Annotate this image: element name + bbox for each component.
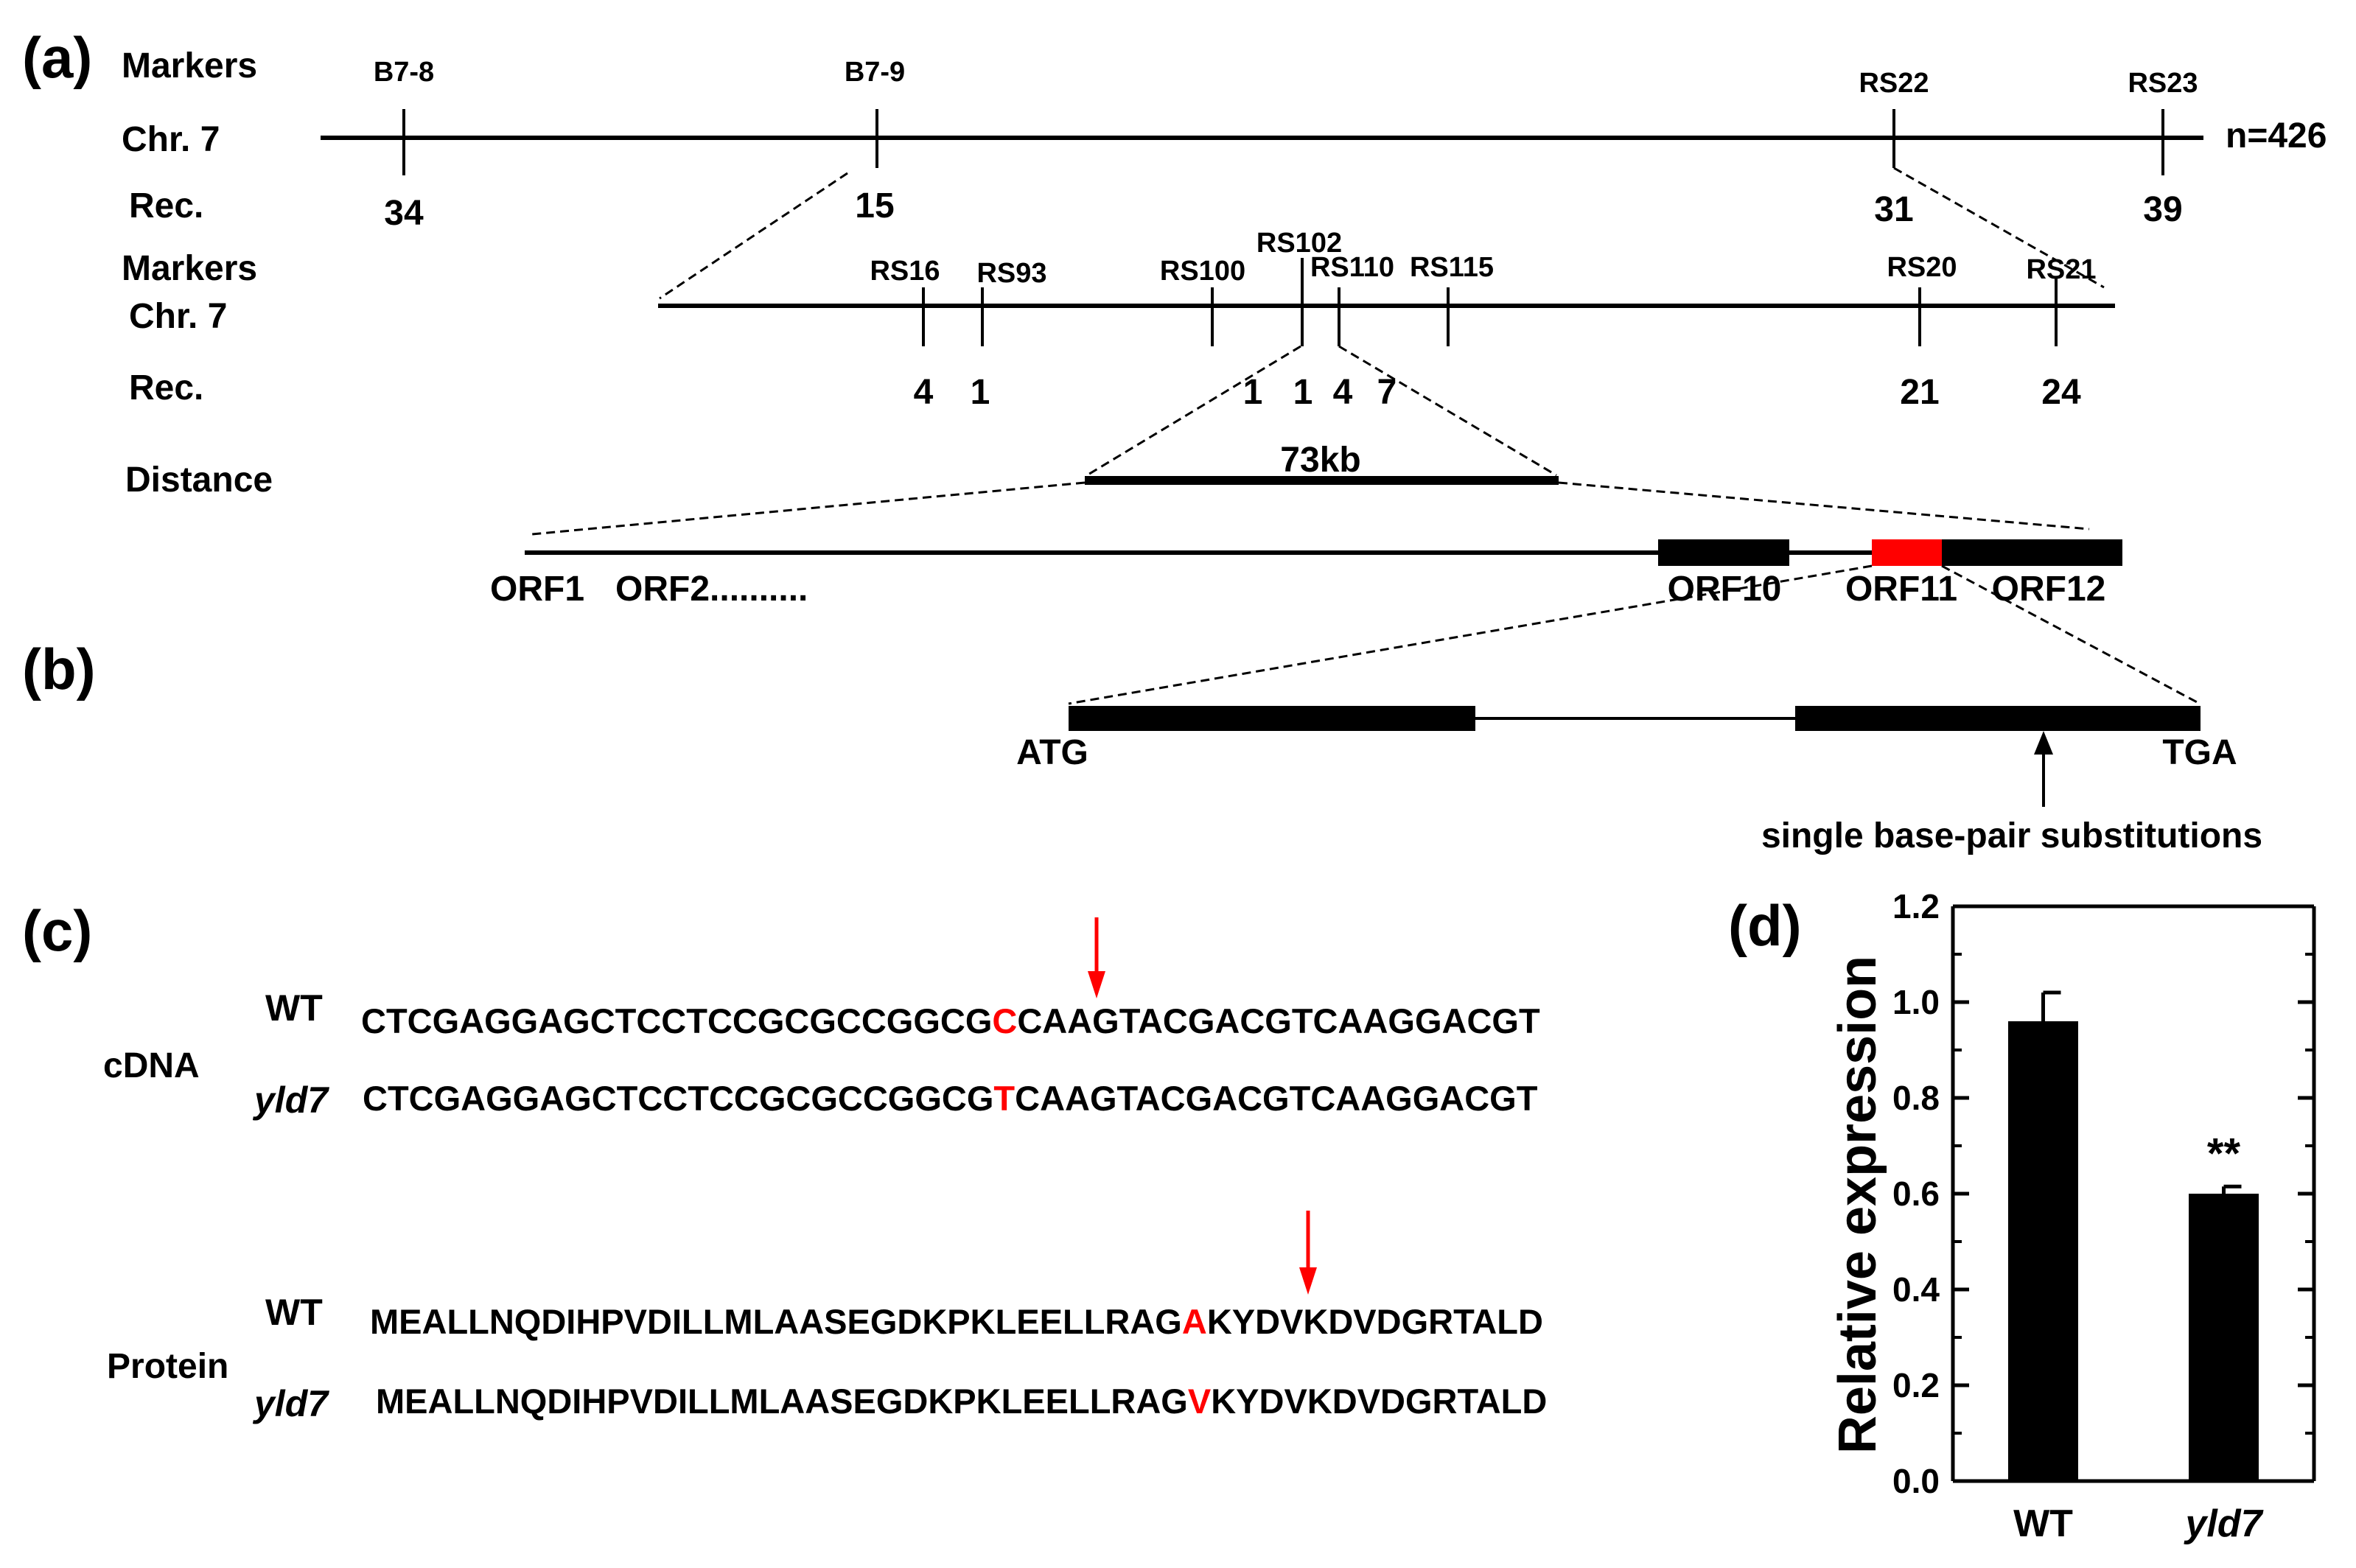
population-size: n=426: [2226, 116, 2327, 155]
coarse-marker-b7-8: B7-8 34: [374, 57, 434, 233]
bar-yld7: [2189, 1194, 2259, 1481]
distance-value: 73kb: [1280, 441, 1360, 480]
protein-label: Protein: [107, 1347, 228, 1386]
zoom-line-right-2: [1338, 345, 1557, 477]
zoom-line-right-4: [1941, 564, 2201, 705]
zoom-line-left-2: [1086, 345, 1301, 477]
panel-label-c: (c): [22, 898, 92, 963]
marker-label: B7-8: [374, 57, 434, 88]
chr-label: Chr. 7: [122, 120, 220, 159]
y-tick-label: 0.4: [1892, 1270, 1940, 1309]
rec-count: 1: [1293, 373, 1313, 412]
y-tick-label: 1.2: [1892, 887, 1940, 925]
zoom-line-left-4: [1068, 564, 1873, 705]
coarse-marker-rs22: RS22 31: [1859, 68, 1929, 229]
y-tick-label: 0.6: [1892, 1175, 1940, 1213]
orf10-label: ORF10: [1668, 570, 1782, 609]
mutation-note: single base-pair substitutions: [1761, 816, 2262, 855]
zoom-line-left-3: [531, 481, 1086, 536]
cdna-wt-name: WT: [265, 987, 323, 1029]
protein-wt-name: WT: [265, 1292, 323, 1333]
coarse-marker-rs23: RS23 39: [2128, 68, 2198, 229]
cdna-wt-sequence: CTCGAGGAGCTCCTCCGCGCCGGCGCCAAGTACGACGTCA…: [361, 1001, 1540, 1040]
protein-mut-sequence: MEALLNQDIHPVDILLMLAASEGDKPKLEELLRAGVKYDV…: [376, 1382, 1547, 1421]
rec-count: 24: [2041, 373, 2081, 412]
zoom-line-right-3: [1558, 481, 2090, 531]
orf11-label: ORF11: [1845, 570, 1957, 609]
rec-count: 34: [384, 194, 424, 233]
rec-count: 31: [1874, 190, 1913, 229]
marker-label: RS21: [2026, 254, 2096, 285]
panel-label-d: (d): [1728, 893, 1802, 958]
x-tick-label: yld7: [2183, 1502, 2263, 1545]
start-codon-label: ATG: [1016, 733, 1088, 772]
zoom-line-right: [1893, 167, 2105, 289]
zoom-line-left: [659, 172, 848, 300]
fine-marker-rs102: RS102 1: [1256, 228, 1342, 412]
mutation-arrow-icon: [2034, 731, 2053, 755]
fine-marker-rs21: RS21 24: [2026, 254, 2096, 412]
markers-label-2: Markers: [122, 249, 257, 288]
marker-label: RS110: [1310, 252, 1394, 283]
orf2-label: ORF2..........: [615, 570, 808, 609]
chart-axes: 0.0 0.2 0.4 0.6 0.8 1.0 1.2: [1892, 887, 2316, 1500]
marker-label: RS93: [976, 258, 1046, 289]
x-tick-label: WT: [2013, 1502, 2073, 1545]
protein-wt-sequence: MEALLNQDIHPVDILLMLAASEGDKPKLEELLRAGAKYDV…: [370, 1302, 1543, 1341]
stop-codon-label: TGA: [2162, 733, 2237, 772]
expression-chart: Relative expression 0.0 0.2 0.4 0.6 0.8 1.0 1.…: [1828, 887, 2316, 1545]
cdna-snp-arrow-icon: [1088, 971, 1105, 998]
protein-snp-arrow-icon: [1299, 1267, 1317, 1295]
orf1-label: ORF1: [490, 570, 584, 609]
marker-label: RS22: [1859, 68, 1929, 99]
marker-label: RS102: [1256, 228, 1342, 259]
orf10-block: [1658, 539, 1789, 566]
y-axis-title: Relative expression: [1828, 956, 1887, 1454]
chr-label-2: Chr. 7: [129, 297, 227, 336]
rec-count: 4: [1333, 373, 1353, 412]
rec-count: 15: [855, 186, 894, 225]
exon-1: [1069, 706, 1475, 731]
cdna-mut-sequence: CTCGAGGAGCTCCTCCGCGCCGGCGTCAAGTACGACGTCA…: [363, 1079, 1538, 1118]
fine-marker-rs100: RS100 1: [1160, 256, 1262, 412]
fine-marker-rs16: RS16 4: [870, 256, 940, 412]
coarse-marker-b7-9: B7-9 15: [845, 57, 905, 225]
rec-count: 39: [2143, 190, 2182, 229]
marker-label: RS16: [870, 256, 940, 287]
cdna-label: cDNA: [103, 1046, 200, 1085]
fine-marker-rs110: RS110 4: [1310, 252, 1394, 412]
gene-structure: [1069, 706, 2201, 731]
rec-count: 4: [914, 373, 934, 412]
rec-label-2: Rec.: [129, 368, 203, 407]
y-tick-label: 0.8: [1892, 1079, 1940, 1117]
exon-2: [1795, 706, 2201, 731]
fine-marker-rs93: RS93 1: [971, 258, 1047, 412]
y-tick-label: 1.0: [1892, 983, 1940, 1021]
marker-label: RS115: [1410, 252, 1494, 283]
fine-marker-rs20: RS20 21: [1887, 252, 1957, 412]
y-tick-label: 0.0: [1892, 1462, 1940, 1500]
panel-label-b: (b): [22, 637, 96, 701]
marker-label: RS20: [1887, 252, 1957, 283]
rec-label: Rec.: [129, 186, 203, 225]
orf11-block: [1872, 539, 1942, 566]
rec-count: 1: [971, 373, 990, 412]
chart-bars: WT yld7 **: [2008, 990, 2264, 1545]
protein-mut-name: yld7: [252, 1383, 329, 1424]
marker-label: RS23: [2128, 68, 2198, 99]
cdna-mut-name: yld7: [252, 1079, 329, 1121]
y-tick-label: 0.2: [1892, 1366, 1940, 1404]
markers-label: Markers: [122, 46, 257, 85]
bar-wt: [2008, 1021, 2078, 1481]
panel-label-a: (a): [22, 25, 92, 90]
rec-count: 21: [1900, 373, 1939, 412]
marker-label: B7-9: [845, 57, 905, 88]
distance-label: Distance: [125, 461, 273, 500]
marker-label: RS100: [1160, 256, 1245, 287]
significance-mark: **: [2207, 1130, 2241, 1177]
fine-marker-rs115: RS115 7: [1377, 252, 1494, 412]
orf12-block: [1942, 539, 2122, 566]
